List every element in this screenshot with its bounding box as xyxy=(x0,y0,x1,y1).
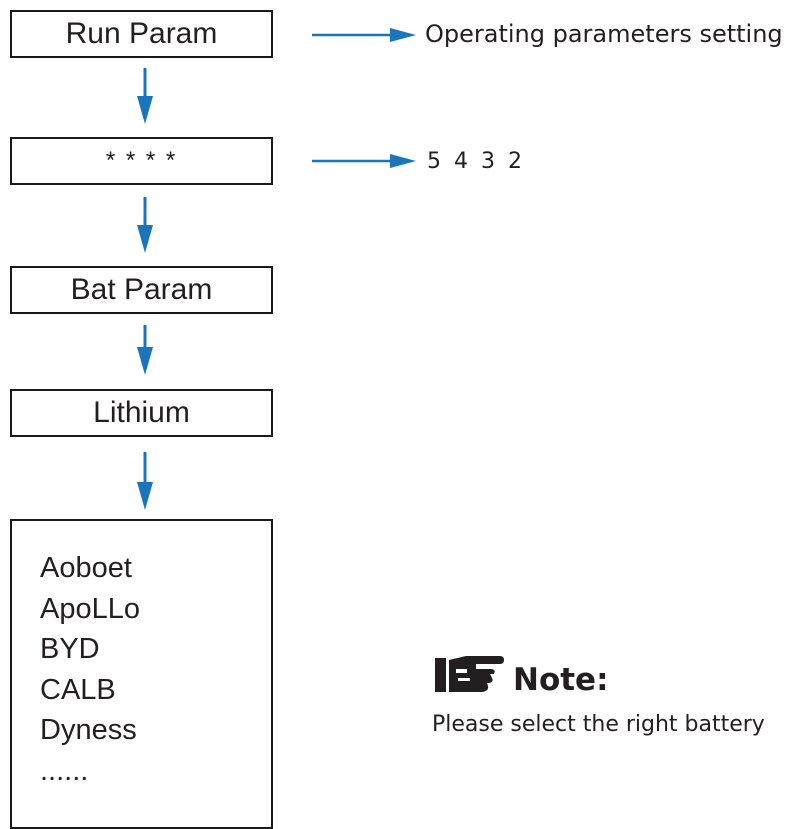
arrow-right-2 xyxy=(312,154,416,168)
arrow-down-2 xyxy=(137,197,153,253)
password-value: 5 4 3 2 xyxy=(427,149,525,174)
lithium-box: Lithium xyxy=(10,389,273,437)
bat-param-box: Bat Param xyxy=(10,266,273,314)
list-item-aoboet: Aoboet xyxy=(40,552,132,584)
list-item-dyness: Dyness xyxy=(40,714,137,746)
arrow-down-3 xyxy=(137,325,153,375)
list-item-calb: CALB xyxy=(40,673,116,706)
list-item-byd: BYD xyxy=(40,633,100,665)
note-text: Please select the right battery xyxy=(432,712,765,737)
list-item-more: ...... xyxy=(40,754,89,787)
password-label: * * * * xyxy=(105,147,178,174)
list-item-apollo: ApoLLo xyxy=(40,592,140,625)
password-box: * * * * xyxy=(10,137,273,185)
lithium-label: Lithium xyxy=(93,396,190,429)
arrow-down-1 xyxy=(137,68,153,124)
bat-param-label: Bat Param xyxy=(70,273,213,306)
run-param-label: Run Param xyxy=(65,17,218,50)
run-param-description: Operating parameters setting xyxy=(425,20,783,48)
arrow-down-4 xyxy=(137,452,153,510)
run-param-box: Run Param xyxy=(10,10,273,58)
note-title: Note: xyxy=(513,662,609,698)
pointing-hand-icon xyxy=(435,656,504,692)
battery-brand-list: Aoboet ApoLLo BYD CALB Dyness ...... xyxy=(10,519,273,829)
arrow-right-1 xyxy=(312,28,416,42)
